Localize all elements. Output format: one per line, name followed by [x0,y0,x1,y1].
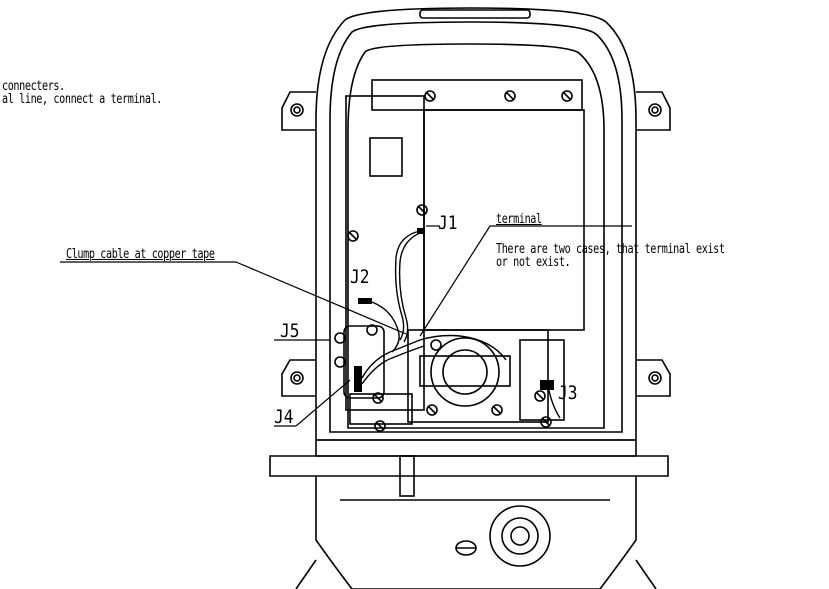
connector-label-j5: J5 [280,320,300,342]
base-feet [295,559,657,589]
housing-opening [347,43,605,429]
mount-ear-bottom-left [281,359,316,397]
ground-lug [455,540,477,556]
housing-inner [329,21,623,433]
left-bracket [343,325,385,399]
base-post [399,455,415,497]
mount-ear-top-left [281,91,316,131]
top-plate [371,79,583,111]
base-flange [269,455,669,477]
left-board [345,95,425,411]
mount-ear-bottom-right [636,359,671,397]
connector-blocks [354,228,554,392]
mount-ear-top-right [636,91,671,131]
lower-bracket [407,329,549,423]
center-clamp [419,355,511,387]
cable-gland-inner [501,517,539,555]
terminal-note-line-1: There are two cases, that terminal exist [496,242,725,257]
note-line-2: al line, connect a terminal. [2,92,163,107]
terminal-title: terminal [496,212,542,227]
leader-lines [60,225,632,427]
cable-gland-core [510,526,530,546]
connector-label-j2: J2 [350,266,370,288]
center-disc [430,337,500,407]
base-flange-top [315,439,637,457]
base-body [315,476,637,589]
screws [334,90,573,432]
housing-outer [315,7,637,441]
connector-label-j1: J1 [438,212,458,234]
relay-block [369,137,403,177]
cable-gland [489,505,551,567]
clump-cable-note: Clump cable at copper tape [66,247,215,262]
note-line-1: connecters. [2,79,65,94]
top-handle [419,9,531,19]
center-disc-inner [442,349,488,395]
connector-label-j3: J3 [558,382,578,404]
terminal-note-line-2: or not exist. [496,255,571,270]
connector-label-j4: J4 [274,406,294,428]
